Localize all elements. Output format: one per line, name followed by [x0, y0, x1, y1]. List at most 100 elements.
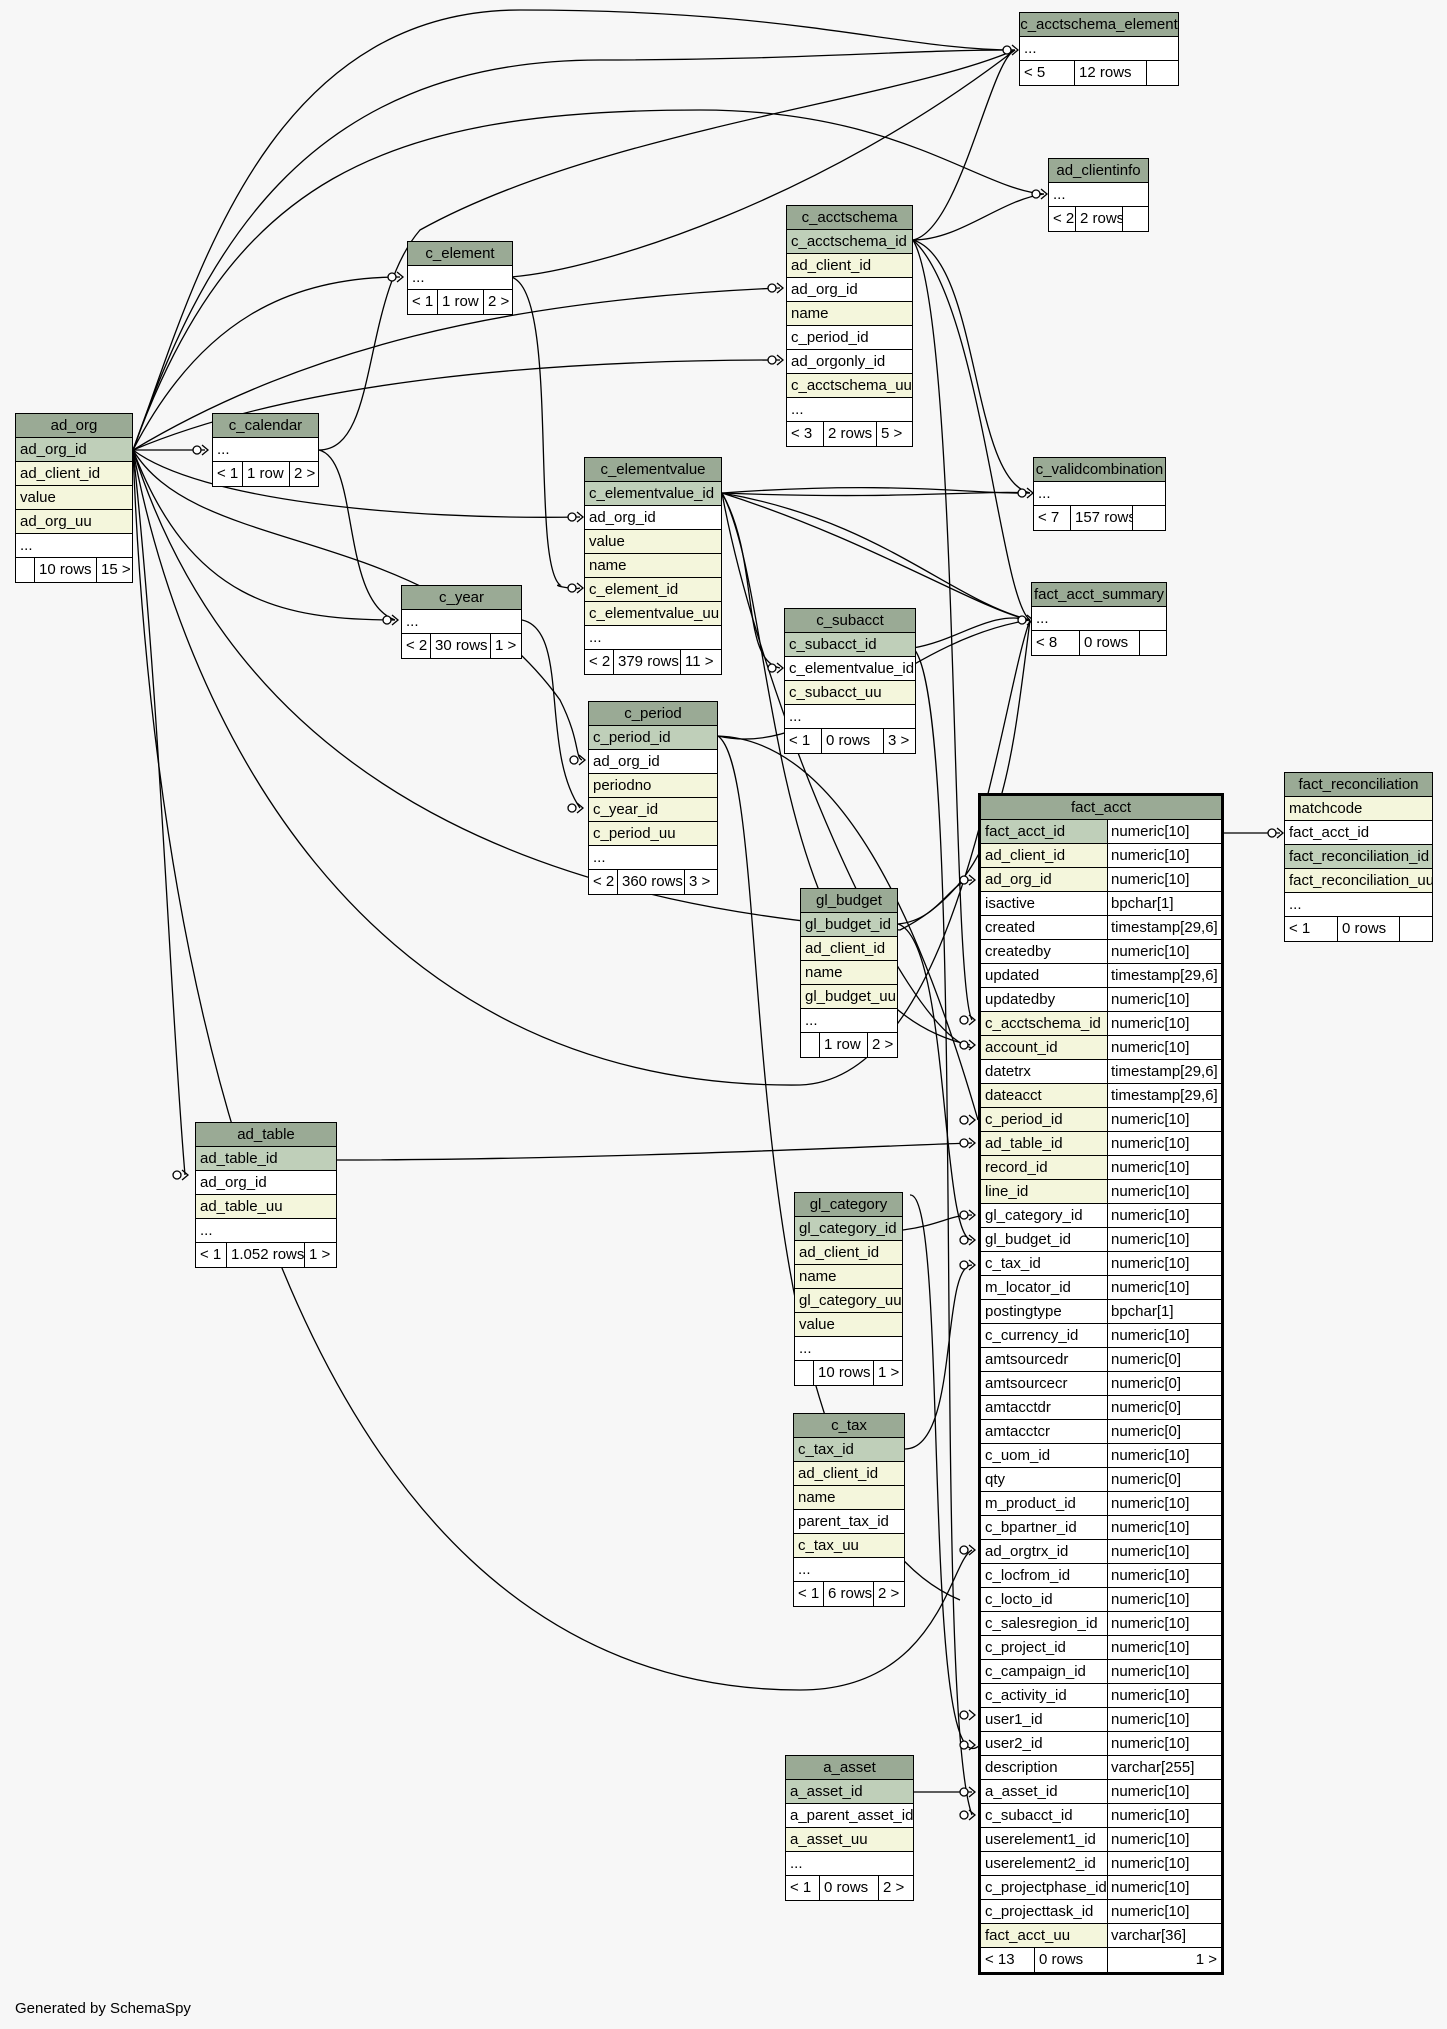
table-title[interactable]: ad_table — [196, 1123, 336, 1147]
table-title[interactable]: c_tax — [794, 1414, 904, 1438]
column-row[interactable]: ... — [589, 846, 717, 870]
column-row[interactable]: fact_reconciliation_id — [1285, 845, 1432, 869]
column-row[interactable]: ... — [1020, 37, 1178, 61]
column-row[interactable]: parent_tax_id — [794, 1510, 904, 1534]
table-title[interactable]: ad_org — [16, 414, 132, 438]
column-row[interactable]: name — [794, 1486, 904, 1510]
table-title[interactable]: c_acctschema — [787, 206, 912, 230]
column-row[interactable]: name — [801, 961, 897, 985]
parents-link[interactable]: < 8 — [1036, 634, 1058, 651]
children-link[interactable]: 3 > — [883, 729, 915, 753]
column-row[interactable]: c_subacct_uu — [785, 681, 915, 705]
children-link[interactable] — [1146, 61, 1178, 85]
children-link[interactable]: 11 > — [680, 650, 721, 674]
column-row[interactable]: ... — [1285, 893, 1432, 917]
children-link[interactable]: 2 > — [867, 1033, 897, 1057]
table-title[interactable]: ad_clientinfo — [1049, 159, 1148, 183]
table-title[interactable]: fact_acct — [981, 796, 1221, 820]
column-row[interactable]: ad_table_uu — [196, 1195, 336, 1219]
column-row[interactable]: c_period_uu — [589, 822, 717, 846]
table-title[interactable]: c_elementvalue — [585, 458, 721, 482]
column-row[interactable]: ad_org_id — [589, 750, 717, 774]
column-row[interactable]: c_tax_uu — [794, 1534, 904, 1558]
column-row[interactable]: ad_table_id — [196, 1147, 336, 1171]
children-link[interactable] — [1132, 506, 1165, 530]
parents-link[interactable]: < 3 — [791, 425, 813, 442]
table-title[interactable]: c_period — [589, 702, 717, 726]
parents-link[interactable]: < 1 — [798, 1585, 820, 1602]
column-row[interactable]: c_elementvalue_id — [585, 482, 721, 506]
children-link[interactable]: 1 > — [304, 1243, 336, 1267]
children-link[interactable]: 1 > — [873, 1361, 902, 1385]
parents-link[interactable]: < 13 — [985, 1951, 1015, 1968]
children-link[interactable]: 2 > — [483, 290, 512, 314]
column-row[interactable]: c_period_id — [589, 726, 717, 750]
column-row[interactable]: ad_org_id — [16, 438, 132, 462]
parents-link[interactable]: < 1 — [789, 732, 811, 749]
table-title[interactable]: a_asset — [786, 1756, 913, 1780]
column-row[interactable]: ... — [795, 1337, 902, 1361]
table-title[interactable]: c_validcombination — [1034, 458, 1165, 482]
column-row[interactable]: a_asset_id — [786, 1780, 913, 1804]
column-row[interactable]: ad_org_id — [196, 1171, 336, 1195]
column-row[interactable]: ad_client_id — [794, 1462, 904, 1486]
column-row[interactable]: ... — [196, 1219, 336, 1243]
column-row[interactable]: c_year_id — [589, 798, 717, 822]
column-row[interactable]: ad_client_id — [16, 462, 132, 486]
children-link[interactable]: 15 > — [96, 558, 132, 582]
column-row[interactable]: ad_orgonly_id — [787, 350, 912, 374]
children-link[interactable]: 2 > — [873, 1582, 904, 1606]
column-row[interactable]: c_period_id — [787, 326, 912, 350]
parents-link[interactable]: < 1 — [412, 293, 434, 310]
parents-link[interactable]: < 2 — [589, 653, 611, 670]
parents-link[interactable]: < 1 — [1289, 920, 1311, 937]
column-row[interactable]: ... — [1049, 183, 1148, 207]
column-row[interactable]: ad_client_id — [795, 1241, 902, 1265]
column-row[interactable]: c_subacct_id — [785, 633, 915, 657]
children-link[interactable]: 5 > — [876, 422, 912, 446]
column-row[interactable]: ... — [408, 266, 512, 290]
children-link[interactable]: 3 > — [684, 870, 717, 894]
parents-link[interactable]: < 7 — [1038, 509, 1060, 526]
table-title[interactable]: fact_acct_summary — [1032, 583, 1166, 607]
children-link[interactable]: 2 > — [878, 1876, 913, 1900]
parents-link[interactable]: < 1 — [200, 1246, 222, 1263]
table-title[interactable]: c_acctschema_element — [1020, 13, 1178, 37]
children-link[interactable]: 1 > — [490, 634, 521, 658]
column-row[interactable]: fact_reconciliation_uu — [1285, 869, 1432, 893]
children-link[interactable]: 2 > — [289, 462, 318, 486]
